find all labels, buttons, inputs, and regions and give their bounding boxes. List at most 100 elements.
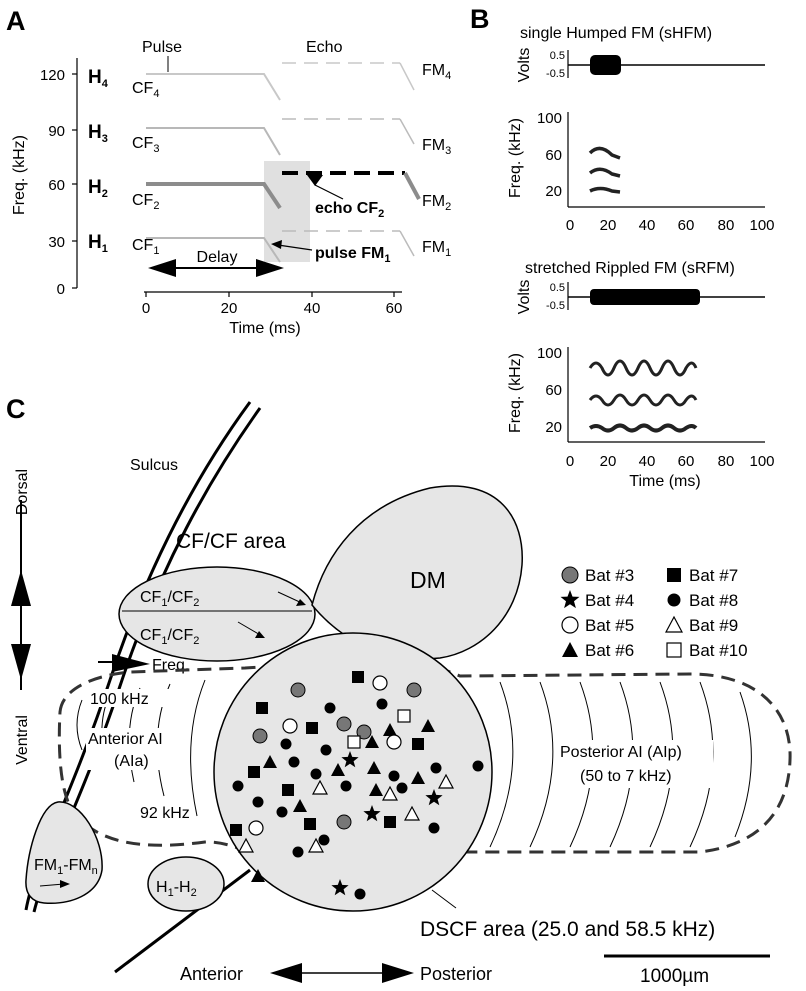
circle-white-marker bbox=[282, 718, 298, 734]
ala-label: (AIa) bbox=[114, 753, 149, 770]
panel-c-letter: C bbox=[6, 394, 26, 424]
circle-white-marker bbox=[372, 675, 388, 691]
legend-label: Bat #10 bbox=[689, 641, 748, 660]
cf4-label: CF4 bbox=[132, 80, 159, 100]
posterior-label: Posterior bbox=[420, 964, 492, 984]
star-black-marker bbox=[331, 879, 349, 896]
circle-gray-marker bbox=[252, 728, 268, 744]
triangle-white-marker bbox=[437, 773, 455, 789]
circle-black-marker bbox=[396, 782, 408, 794]
triangle-white-marker bbox=[403, 805, 421, 821]
triangle-white-marker bbox=[381, 785, 399, 801]
circle-black-marker bbox=[428, 822, 440, 834]
h1-h2-label: H1-H2 bbox=[156, 879, 197, 899]
circle-black-marker bbox=[430, 762, 442, 774]
square-white-marker bbox=[347, 735, 361, 749]
pulse-h3-trace bbox=[146, 127, 281, 156]
square-white-marker bbox=[666, 642, 682, 658]
b-x-label: Time (ms) bbox=[629, 473, 700, 490]
h4-label: H4 bbox=[88, 67, 109, 90]
svg-text:60: 60 bbox=[678, 453, 695, 470]
dorsal-ventral-arrow bbox=[11, 500, 31, 690]
echo-label: Echo bbox=[306, 39, 343, 56]
svg-text:100: 100 bbox=[537, 345, 562, 362]
panel-c: C Sulcus Dorsal Ventral CF/CF area CF1/C… bbox=[6, 394, 792, 987]
triangle-black-marker bbox=[411, 771, 425, 784]
circle-white-marker bbox=[561, 616, 579, 634]
cfcf-label-top: CF1/CF2 bbox=[140, 589, 199, 609]
a-y-label: Freq. (kHz) bbox=[11, 135, 28, 215]
a-xtick-60: 60 bbox=[386, 300, 403, 317]
h2-label: H2 bbox=[88, 177, 108, 200]
svg-text:60: 60 bbox=[678, 217, 695, 234]
a-xtick-20: 20 bbox=[221, 300, 238, 317]
anterior-posterior-arrow bbox=[270, 963, 414, 983]
circle-gray-marker bbox=[336, 716, 352, 732]
cf1-label: CF1 bbox=[132, 237, 159, 257]
h1-h2-region bbox=[147, 856, 225, 912]
svg-text:-0.5: -0.5 bbox=[546, 300, 565, 312]
square-black-marker bbox=[384, 816, 396, 828]
panel-b: B single Humped FM (sHFM) Volts 0.5 -0.5… bbox=[470, 4, 775, 490]
circle-black-marker bbox=[232, 780, 244, 792]
circle-black-marker bbox=[354, 888, 366, 900]
svg-text:20: 20 bbox=[545, 183, 562, 200]
ai-boundary bbox=[57, 655, 792, 887]
triangle-black-marker bbox=[365, 735, 379, 748]
cfcf-area-label: CF/CF area bbox=[176, 530, 286, 553]
triangle-black-marker bbox=[562, 642, 578, 657]
fm2-label: FM2 bbox=[422, 193, 451, 213]
panel-a-letter: A bbox=[6, 6, 26, 36]
svg-text:100: 100 bbox=[749, 217, 774, 234]
circle-black-marker bbox=[292, 846, 304, 858]
srfm-waveform-burst bbox=[590, 289, 700, 305]
triangle-black-marker bbox=[251, 869, 265, 882]
legend-label: Bat #7 bbox=[689, 566, 738, 585]
a-ytick-30: 30 bbox=[48, 234, 65, 251]
echo-cf2-arrow-head bbox=[307, 175, 323, 186]
a-ytick-90: 90 bbox=[48, 123, 65, 140]
panel-b-letter: B bbox=[470, 4, 490, 34]
star-black-marker bbox=[341, 751, 359, 768]
square-black-marker bbox=[248, 766, 260, 778]
a-xtick-0: 0 bbox=[142, 300, 150, 317]
triangle-black-marker bbox=[421, 719, 435, 732]
legend-label: Bat #6 bbox=[585, 641, 634, 660]
cf3-label: CF3 bbox=[132, 135, 159, 155]
circle-gray-marker bbox=[290, 682, 306, 698]
a-xtick-40: 40 bbox=[304, 300, 321, 317]
pulse-label: Pulse bbox=[142, 39, 182, 56]
freq-label-2: Freq. (kHz) bbox=[507, 353, 524, 433]
svg-text:0: 0 bbox=[566, 453, 574, 470]
shfm-time-ticks: 0 20 40 60 80 100 bbox=[566, 217, 775, 234]
triangle-white-marker bbox=[311, 779, 329, 795]
svg-text:100: 100 bbox=[537, 110, 562, 127]
dorsal-label: Dorsal bbox=[14, 469, 31, 515]
square-black-marker bbox=[282, 784, 294, 796]
shfm-title: single Humped FM (sHFM) bbox=[520, 25, 712, 42]
freq-label-1: Freq. (kHz) bbox=[507, 118, 524, 198]
svg-text:0.5: 0.5 bbox=[550, 50, 565, 62]
triangle-white-marker bbox=[307, 837, 325, 853]
square-black-marker bbox=[230, 824, 242, 836]
legend-label: Bat #4 bbox=[585, 591, 634, 610]
sulcus-label: Sulcus bbox=[130, 457, 178, 474]
triangle-black-marker bbox=[383, 723, 397, 736]
circle-black-marker bbox=[320, 744, 332, 756]
star-black-marker bbox=[363, 805, 381, 822]
circle-gray-marker bbox=[406, 682, 422, 698]
square-black-marker bbox=[352, 671, 364, 683]
circle-black-marker bbox=[310, 768, 322, 780]
triangle-black-marker bbox=[293, 799, 307, 812]
svg-text:40: 40 bbox=[639, 453, 656, 470]
dm-label: DM bbox=[410, 567, 446, 593]
svg-text:60: 60 bbox=[545, 147, 562, 164]
circle-black-marker bbox=[324, 702, 336, 714]
cf2-label: CF2 bbox=[132, 192, 159, 212]
circle-black-marker bbox=[376, 698, 388, 710]
echo-traces bbox=[282, 62, 421, 257]
legend-label: Bat #5 bbox=[585, 616, 634, 635]
square-white-marker bbox=[397, 709, 411, 723]
legend-label: Bat #9 bbox=[689, 616, 738, 635]
